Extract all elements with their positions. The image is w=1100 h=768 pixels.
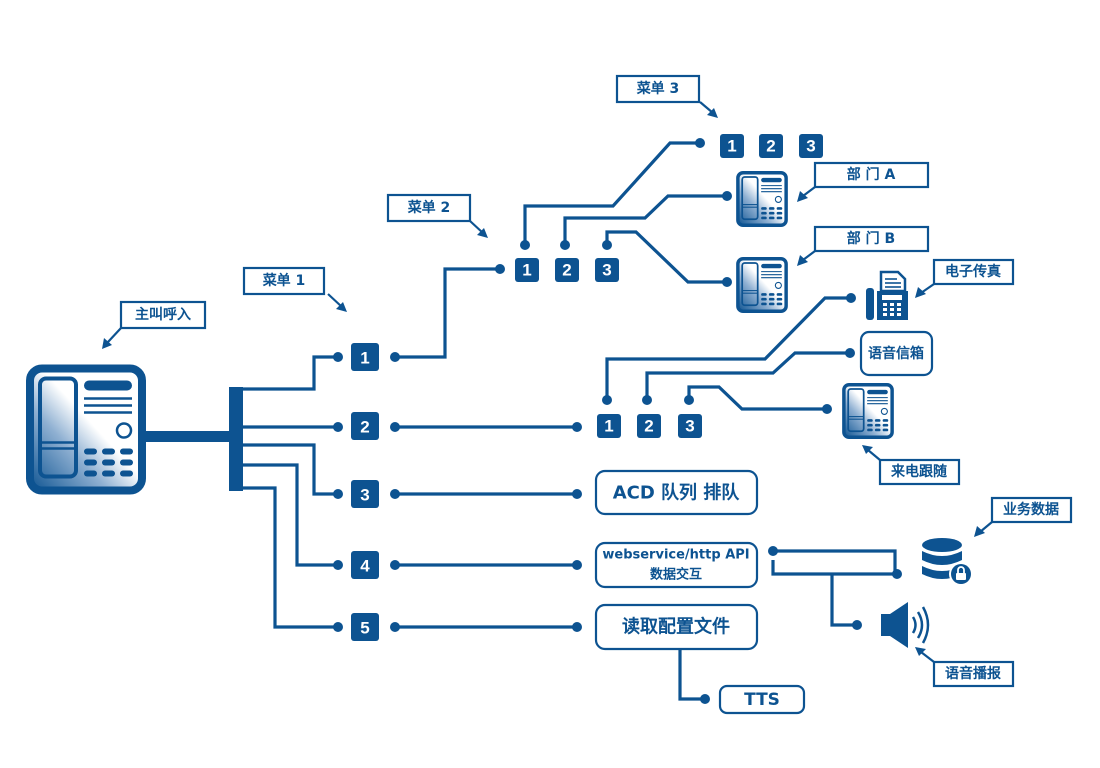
dept-b-phone-icon <box>736 257 788 313</box>
submenu-key-2-label: 2 <box>644 417 653 436</box>
callout-incoming-label: 主叫呼入 <box>135 306 191 323</box>
callout-menu2: 菜单 2 <box>386 193 488 238</box>
dept-a-phone-icon <box>736 171 788 227</box>
submenu-connectors <box>602 293 856 414</box>
callout-efax-label: 电子传真 <box>945 263 1001 280</box>
callout-menu1: 菜单 1 <box>242 266 347 312</box>
callout-biz-data-label: 业务数据 <box>1003 501 1059 518</box>
menu3-key-2-label: 2 <box>766 137 775 156</box>
menu3-key-1-label: 1 <box>727 137 736 156</box>
callout-dept-a-label: 部 门 A <box>847 166 896 183</box>
voicemail-node[interactable]: 语音信箱 <box>859 330 934 377</box>
database-lock-icon <box>922 538 973 586</box>
callout-menu3-label: 菜单 3 <box>636 80 680 97</box>
menu1-key-1[interactable]: 1 <box>351 343 379 371</box>
tts-label: TTS <box>744 690 780 710</box>
menu3-key-3[interactable]: 3 <box>799 134 823 158</box>
connector-key5-config <box>390 622 582 632</box>
submenu-key-3-label: 3 <box>685 417 694 436</box>
callout-menu1-label: 菜单 1 <box>262 272 306 289</box>
submenu-key-2[interactable]: 2 <box>637 414 661 438</box>
menu2-key-1-label: 1 <box>522 261 531 280</box>
callout-follow-label: 来电跟随 <box>890 463 947 480</box>
callout-dept-b: 部 门 B <box>797 225 930 266</box>
connector-api-data <box>768 546 902 630</box>
config-file-label: 读取配置文件 <box>622 616 730 638</box>
menu2-key-2[interactable]: 2 <box>555 258 579 282</box>
connector-key1-menu2 <box>390 264 505 362</box>
menu2-key-3[interactable]: 3 <box>595 258 619 282</box>
connector-config-tts <box>678 649 710 704</box>
menu1-key-4[interactable]: 4 <box>351 551 379 579</box>
menu1-key-4-label: 4 <box>360 557 370 576</box>
menu2-key-1[interactable]: 1 <box>515 258 539 282</box>
callout-menu3: 菜单 3 <box>615 74 718 118</box>
submenu-key-1[interactable]: 1 <box>597 414 621 438</box>
menu2-key-3-label: 3 <box>602 261 611 280</box>
fax-icon <box>866 270 908 320</box>
menu2-connectors <box>520 138 732 287</box>
callout-dept-a: 部 门 A <box>797 161 930 202</box>
menu3-key-3-label: 3 <box>806 137 815 156</box>
menu1-key-1-label: 1 <box>360 349 369 368</box>
trunk-connector <box>144 431 236 442</box>
callout-incoming: 主叫呼入 <box>102 300 207 349</box>
menu1-key-3[interactable]: 3 <box>351 480 379 508</box>
callout-efax: 电子传真 <box>915 258 1015 298</box>
menu1-key-5[interactable]: 5 <box>351 613 379 641</box>
submenu-key-1-label: 1 <box>604 417 613 436</box>
menu3-key-1[interactable]: 1 <box>720 134 744 158</box>
connector-key3-acd <box>390 489 582 499</box>
menu1-key-2-label: 2 <box>360 418 369 437</box>
menu1-key-5-label: 5 <box>360 619 369 638</box>
api-node[interactable]: webservice/http API 数据交互 <box>594 541 759 589</box>
acd-queue-label: ACD 队列 排队 <box>613 482 741 504</box>
connector-key2-submenu <box>390 422 582 432</box>
callout-dept-b-label: 部 门 B <box>847 230 895 247</box>
menu1-key-2[interactable]: 2 <box>351 412 379 440</box>
follow-me-phone-icon <box>842 383 894 439</box>
trunk-branches <box>243 352 343 632</box>
menu2-key-2-label: 2 <box>562 261 571 280</box>
api-label-line1: webservice/http API <box>602 548 749 563</box>
connector-key4-api <box>390 560 582 570</box>
trunk-bar <box>229 387 243 491</box>
callout-voice-broadcast: 语音播报 <box>915 647 1015 688</box>
config-file-node[interactable]: 读取配置文件 <box>594 603 759 651</box>
callout-follow: 来电跟随 <box>862 445 961 486</box>
api-label-line2: 数据交互 <box>650 567 702 583</box>
callout-biz-data: 业务数据 <box>974 496 1073 537</box>
menu3-key-2[interactable]: 2 <box>759 134 783 158</box>
acd-queue-node[interactable]: ACD 队列 排队 <box>594 469 759 516</box>
main-phone-icon <box>30 369 142 491</box>
callout-voice-broadcast-label: 语音播报 <box>945 665 1001 682</box>
callout-menu2-label: 菜单 2 <box>407 199 451 216</box>
menu1-key-3-label: 3 <box>360 486 369 505</box>
submenu-key-3[interactable]: 3 <box>678 414 702 438</box>
tts-node[interactable]: TTS <box>718 684 806 715</box>
speaker-icon <box>881 602 930 648</box>
voicemail-label: 语音信箱 <box>868 345 924 362</box>
